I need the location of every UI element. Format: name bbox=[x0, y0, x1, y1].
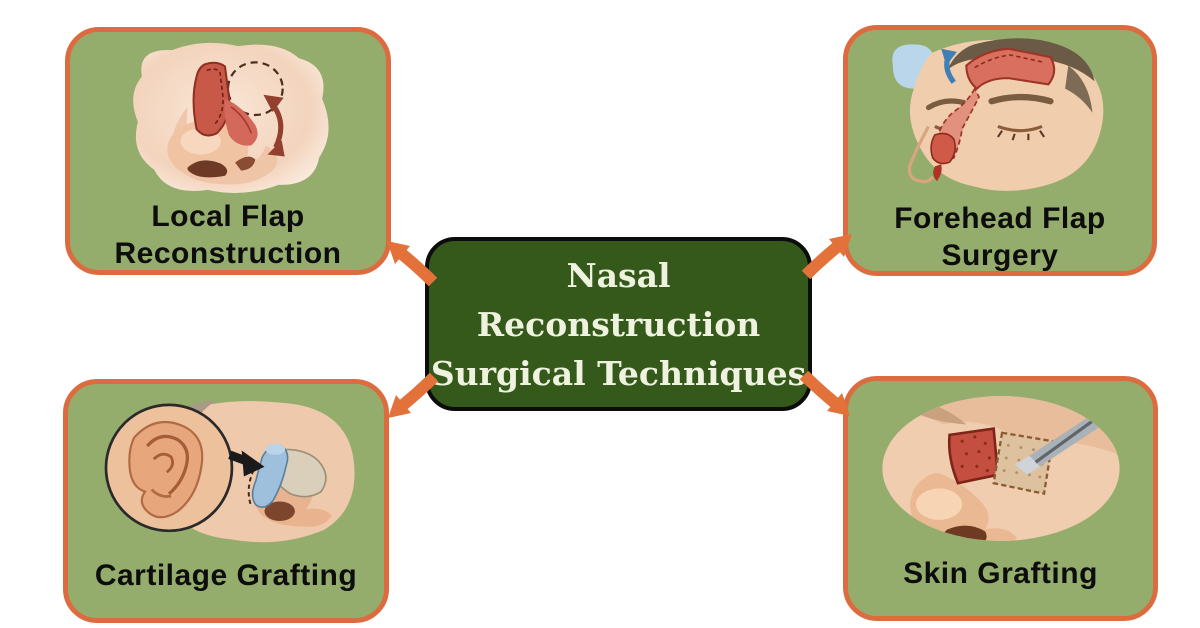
diagram-title: Nasal Reconstruction Surgical Techniques bbox=[431, 251, 806, 398]
label-line-2: Reconstruction bbox=[114, 237, 342, 270]
title-line-3: Surgical Techniques bbox=[430, 353, 807, 393]
label-line-1: Forehead Flap bbox=[894, 202, 1106, 235]
skin-graft-nose-illustration bbox=[880, 395, 1122, 543]
card-local-flap-reconstruction: Local Flap Reconstruction bbox=[65, 27, 391, 275]
forehead-flap-face-illustration bbox=[869, 34, 1131, 200]
local-flap-nose-illustration bbox=[103, 36, 353, 198]
card-skin-grafting: Skin Grafting bbox=[843, 376, 1158, 621]
center-title-box: Nasal Reconstruction Surgical Techniques bbox=[425, 237, 812, 411]
title-line-1: Nasal bbox=[566, 255, 671, 295]
card-label-cartilage-grafting: Cartilage Grafting bbox=[94, 559, 358, 592]
title-line-2: Reconstruction bbox=[476, 304, 761, 344]
card-label-forehead-flap: Forehead Flap Surgery bbox=[894, 200, 1106, 274]
label-line-1: Local Flap bbox=[151, 200, 305, 233]
arrow-to-cartilage-grafting-icon bbox=[384, 373, 440, 423]
arrow-to-forehead-flap-icon bbox=[800, 229, 856, 279]
arrow-to-skin-grafting-icon bbox=[798, 371, 854, 421]
arrow-to-local-flap-icon bbox=[383, 236, 439, 286]
card-label-local-flap: Local Flap Reconstruction bbox=[114, 198, 341, 272]
card-forehead-flap-surgery: Forehead Flap Surgery bbox=[843, 25, 1157, 276]
card-cartilage-grafting: Cartilage Grafting bbox=[63, 379, 389, 623]
ear-cartilage-graft-illustration bbox=[79, 394, 374, 546]
card-label-skin-grafting: Skin Grafting bbox=[903, 557, 1098, 590]
label-line-2: Surgery bbox=[941, 239, 1059, 272]
